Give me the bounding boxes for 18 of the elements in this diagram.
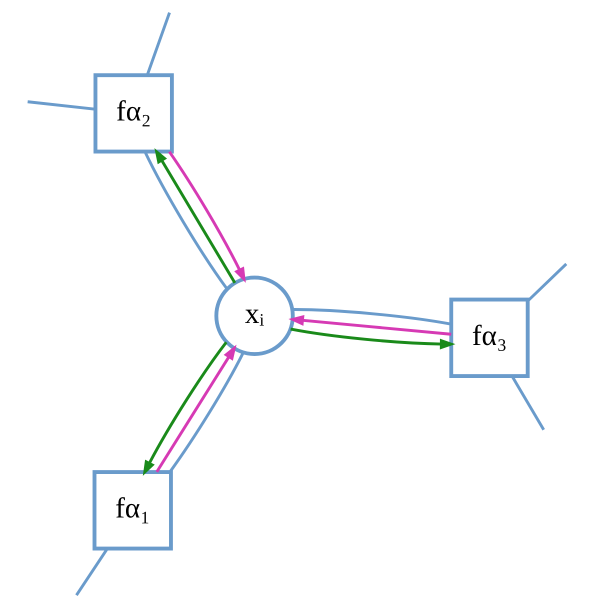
connector <box>143 151 228 290</box>
node-box: fα₂ <box>93 73 174 154</box>
arrow <box>168 150 246 283</box>
arrow <box>154 148 236 284</box>
arrow <box>155 344 236 473</box>
node-box: fα₁ <box>92 470 172 550</box>
node-circle: xᵢ <box>214 276 294 356</box>
connector <box>510 375 544 430</box>
connector <box>145 12 170 76</box>
connector <box>526 262 567 302</box>
connector <box>26 100 95 111</box>
arrow <box>290 328 455 350</box>
connector <box>292 308 451 326</box>
connector <box>74 548 108 596</box>
arrow <box>288 315 451 336</box>
arrow <box>142 341 227 476</box>
node-box: fα₃ <box>448 298 530 378</box>
connector <box>168 352 244 473</box>
